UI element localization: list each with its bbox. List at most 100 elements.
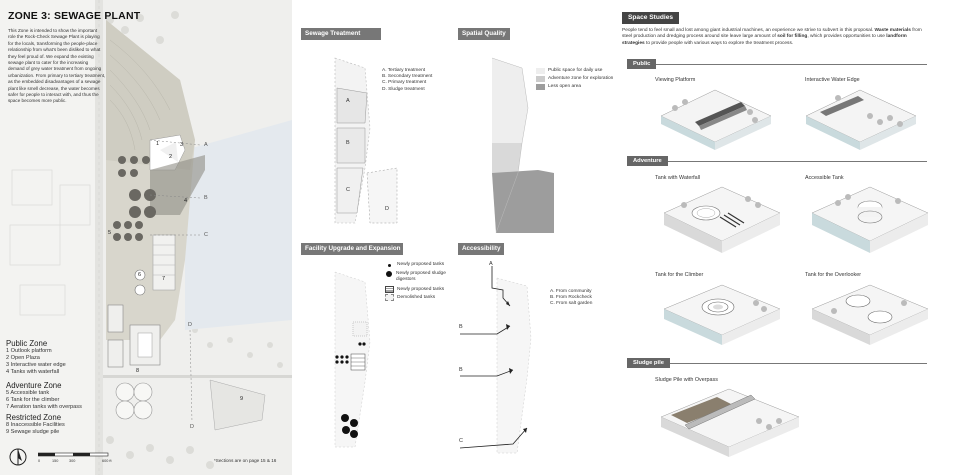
scale-tick: 0: [38, 459, 41, 463]
facility-title: Facility Upgrade and Expansion: [301, 243, 403, 255]
study-caption: Tank for the Overlooker: [805, 272, 862, 278]
zoning-legend-item: A. Tertiary treatment: [382, 68, 426, 73]
zoning-label: D: [385, 206, 389, 212]
facility-legend-item: Demolished tanks: [397, 294, 436, 300]
study-caption: Tank with Waterfall: [655, 175, 701, 181]
legend-item: 3 Interactive water edge: [6, 362, 66, 368]
facility-legend-item: Newly proposed tanks: [397, 286, 445, 292]
zoning-title: Sewage Treatment Zoning: [301, 28, 381, 49]
tank-with-waterfall-illustration: [663, 186, 781, 253]
map-label: 2: [169, 154, 173, 160]
map-label: 1: [156, 141, 160, 147]
spatial-legend-row: Adventure zone for exploration: [536, 76, 616, 82]
map-label: 5: [108, 230, 112, 236]
large-dot-icon: [386, 271, 392, 277]
accessibility-diagram: [459, 266, 532, 454]
legend-item: 2 Open Plaza: [6, 355, 40, 361]
facility-legend-item: Newly proposed tanks: [397, 262, 445, 267]
legend-item: 9 Sewage sludge pile: [6, 429, 60, 435]
section-label: Public: [627, 59, 657, 69]
section-marker: D: [188, 322, 192, 328]
swatch-adventure: [536, 76, 545, 82]
map-label: 3: [180, 142, 184, 148]
accessibility-title: Accessibility: [458, 243, 504, 255]
swatch-public: [536, 68, 545, 74]
space-studies-title: Space Studies: [622, 12, 680, 24]
swatch-less-open: [536, 84, 545, 90]
spatial-legend-row: Public space for daily use: [536, 68, 616, 74]
site-plan: 1 2 3 4 5 6 7 8 9 A B C D D ZONE 3: SEWA…: [0, 0, 292, 475]
space-studies-description: People tend to feel small and lost among…: [622, 28, 922, 47]
map-label: 9: [240, 396, 244, 402]
section-divider: [627, 363, 927, 364]
desc-part-bold: soil for filling: [777, 34, 808, 40]
sludge-pile-illustration: [660, 388, 800, 457]
desc-part: from steel production and dredging proce…: [622, 28, 922, 40]
study-caption: Sludge Pile with Overpass: [655, 377, 718, 383]
access-legend: A. From community B. From Rockcheck C. F…: [550, 289, 620, 308]
facility-legend-row: Demolished tanks: [385, 294, 455, 301]
spatial-legend-item: Less open area: [548, 84, 582, 89]
section-public: Public: [627, 59, 927, 69]
facility-legend-row: Newly proposed tanks: [385, 262, 455, 268]
viewing-platform-illustration: [660, 89, 772, 150]
study-caption: Accessible Tank: [805, 175, 844, 181]
zoning-legend-item: D. Sludge treatment: [382, 86, 425, 92]
legend-item: 5 Accessible tank: [6, 390, 50, 396]
legend-item: 7 Aeration tanks with overpass: [6, 404, 82, 410]
sections-note: *Sections are on page 15 & 16: [214, 458, 277, 463]
map-label: 8: [136, 368, 140, 374]
desc-part-bold: Waste materials: [874, 28, 911, 33]
section-label: Sludge pile: [627, 358, 670, 368]
legend-item: 8 Inaccessible Facilities: [6, 422, 65, 428]
facility-diagram: [334, 271, 371, 448]
section-divider: [627, 161, 927, 162]
legend-public-zone: Public Zone 1 Outlook platform 2 Open Pl…: [6, 340, 116, 376]
legend-heading: Public Zone: [6, 339, 48, 348]
interactive-water-edge-illustration: [805, 89, 917, 150]
section-marker: B: [204, 195, 208, 201]
scale-tick: 600 ft: [102, 459, 112, 463]
zone-intro: This Zone is intended to show the import…: [8, 28, 106, 104]
facility-legend-row: Newly proposed sludge digestors: [385, 271, 455, 283]
section-marker: A: [204, 142, 208, 148]
section-adventure: Adventure: [627, 156, 927, 166]
section-divider: [627, 64, 927, 65]
study-caption: Viewing Platform: [655, 77, 696, 83]
spatial-title: Spatial Quality: [458, 28, 510, 40]
access-legend-item: C. From salt garden: [550, 301, 593, 307]
desc-part-bold: landform strategies: [622, 34, 907, 46]
access-label: B: [459, 324, 463, 330]
study-caption: Interactive Water Edge: [805, 77, 860, 83]
desc-part: to provide people with various ways to e…: [644, 40, 794, 46]
tank-for-climber-illustration: [663, 284, 781, 345]
access-label: B: [459, 367, 463, 373]
spatial-legend-row: Less open area: [536, 84, 616, 90]
section-sludge-pile: Sludge pile: [627, 358, 927, 368]
zoning-label: B: [346, 140, 350, 146]
desc-part: , which provides opportunities to use: [807, 34, 887, 40]
accessible-tank-illustration: [811, 186, 929, 253]
zoning-diagram: [334, 57, 398, 224]
small-dot-icon: [388, 263, 391, 267]
spatial-legend-item: Public space for daily use: [548, 68, 603, 73]
section-marker: D: [190, 424, 194, 430]
access-legend-item: A. From community: [550, 289, 592, 294]
zone-title: ZONE 3: SEWAGE PLANT: [8, 10, 141, 22]
zoning-legend-item: B. Secondary treatment: [382, 74, 433, 80]
north-arrow-icon: [9, 448, 27, 466]
map-label: 6: [138, 272, 142, 278]
legend-item: 1 Outlook platform: [6, 348, 52, 354]
map-label: 4: [184, 198, 188, 204]
tank-for-overlooker-illustration: [811, 284, 929, 345]
facility-legend-item: Newly proposed sludge digestors: [396, 271, 446, 282]
hatched-box-icon: [385, 286, 394, 293]
zoning-legend-item: C. Primary treatment: [382, 80, 427, 86]
legend-adventure-zone: Adventure Zone 5 Accessible tank 6 Tank …: [6, 382, 116, 411]
spatial-legend: Public space for daily use Adventure zon…: [536, 68, 616, 90]
legend-heading: Adventure Zone: [6, 381, 62, 390]
scale-tick: 300: [69, 459, 76, 463]
scale-tick: 150: [52, 459, 59, 463]
zoning-panel: Sewage Treatment Zoning: [301, 28, 441, 49]
access-label: C: [459, 438, 463, 444]
